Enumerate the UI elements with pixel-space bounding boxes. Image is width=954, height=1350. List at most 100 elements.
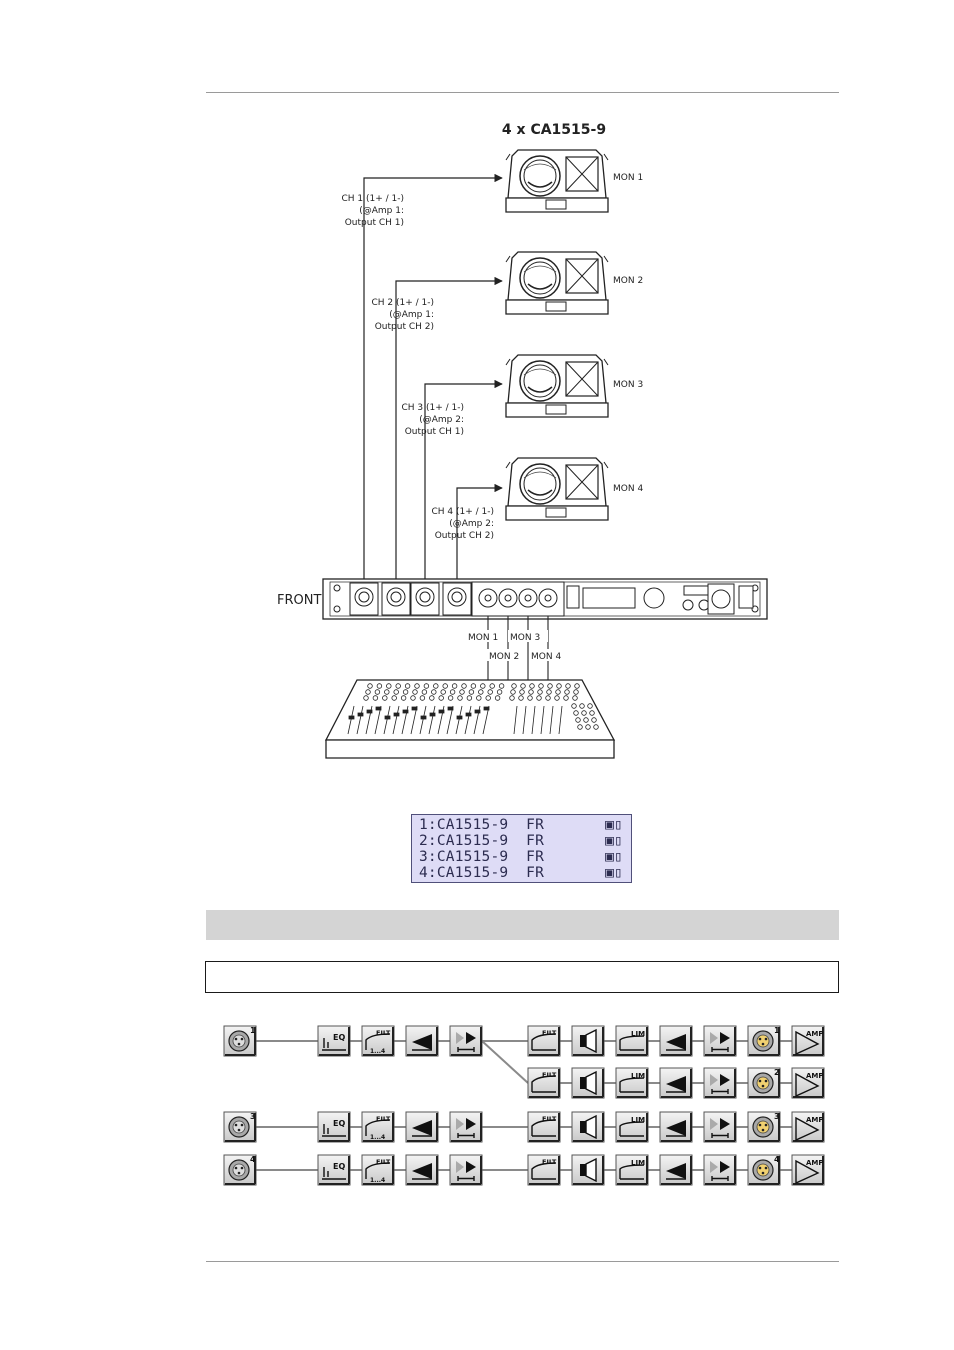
gain-icon [405,1111,439,1143]
channel-note-3: CH 3 (1+ / 1-) (@Amp 2: Output CH 1) [401,403,464,437]
svg-text:Output CH 1): Output CH 1) [405,427,464,437]
svg-text:CH 3 (1+ / 1-): CH 3 (1+ / 1-) [401,403,464,413]
delay-icon [703,1067,737,1099]
bottom-rule [206,1261,839,1262]
svg-text:1...4: 1...4 [370,1048,385,1055]
eq-icon: EQ [317,1154,351,1186]
svg-text:(@Amp 2:: (@Amp 2: [419,415,464,425]
svg-text:CH 1 (1+ / 1-): CH 1 (1+ / 1-) [341,194,404,204]
svg-text:MON 2: MON 2 [489,652,519,662]
svg-text:FILT: FILT [376,1029,391,1037]
speaker-pair-icon: ▣▯ [605,849,623,865]
svg-text:AMP: AMP [806,1072,824,1080]
filter-icon: FILT 1...4 [361,1025,395,1057]
gain-icon [405,1025,439,1057]
filter-icon: FILT [527,1025,561,1057]
limiter-icon: LIM [615,1154,649,1186]
svg-text:FILT: FILT [542,1029,557,1037]
svg-text:1...4: 1...4 [370,1177,385,1184]
svg-text:LIM: LIM [631,1030,645,1038]
svg-text:2: 2 [774,1068,780,1077]
svg-text:MON 1: MON 1 [468,633,498,643]
svg-text:AMP: AMP [806,1030,824,1038]
speaker-icon [571,1111,605,1143]
amp-icon: AMP [791,1154,825,1186]
delay-icon [449,1111,483,1143]
channel-note-1: CH 1 (1+ / 1-) (@Amp 1: Output CH 1) [341,194,404,228]
svg-text:4: 4 [774,1155,780,1164]
delay-icon [703,1111,737,1143]
svg-text:Output CH 2): Output CH 2) [435,531,494,541]
input-connector-icon: 3 [223,1111,257,1143]
lcd-display: 1:CA1515-9 FR▣▯ 2:CA1515-9 FR▣▯ 3:CA1515… [411,814,632,883]
svg-text:FILT: FILT [376,1115,391,1123]
input-connector-icon: 1 [223,1025,257,1057]
lcd-row: 3:CA1515-9 FR▣▯ [419,849,623,865]
svg-text:(@Amp 1:: (@Amp 1: [359,206,404,216]
svg-text:FILT: FILT [376,1158,391,1166]
svg-text:LIM: LIM [631,1159,645,1167]
gain-icon [659,1111,693,1143]
gain-icon [659,1067,693,1099]
svg-text:FILT: FILT [542,1158,557,1166]
limiter-icon: LIM [615,1025,649,1057]
amp-icon: AMP [791,1025,825,1057]
speaker-pair-icon: ▣▯ [605,817,623,833]
delay-icon [703,1025,737,1057]
diagram-title: 4 x CA1515-9 [502,122,606,138]
amp-icon: AMP [791,1067,825,1099]
limiter-icon: LIM [615,1067,649,1099]
svg-text:EQ: EQ [333,1162,345,1171]
svg-text:FILT: FILT [542,1115,557,1123]
monitor-speaker-2 [505,251,609,315]
svg-text:(@Amp 1:: (@Amp 1: [389,310,434,320]
monitor-speaker-1 [505,149,609,213]
mixer-labels: MON 1 MON 3 MON 2 MON 4 [466,630,569,662]
mon-label-3: MON 3 [613,380,643,390]
speaker-pair-icon: ▣▯ [605,833,623,849]
svg-text:3: 3 [250,1112,256,1121]
monitor-speaker-3 [505,354,609,418]
filter-icon: FILT 1...4 [361,1154,395,1186]
eq-icon: EQ [317,1025,351,1057]
gain-icon [659,1154,693,1186]
svg-text:3: 3 [774,1112,780,1121]
lcd-row: 4:CA1515-9 FR▣▯ [419,865,623,881]
svg-text:(@Amp 2:: (@Amp 2: [449,519,494,529]
delay-icon [449,1025,483,1057]
svg-text:MON 4: MON 4 [531,652,561,662]
svg-text:EQ: EQ [333,1119,345,1128]
gain-icon [659,1025,693,1057]
mixing-console [324,679,616,759]
delay-icon [703,1154,737,1186]
mon-label-2: MON 2 [613,276,643,286]
amp-icon: AMP [791,1111,825,1143]
filter-icon: FILT [527,1111,561,1143]
limiter-icon: LIM [615,1111,649,1143]
input-connector-icon: 4 [223,1154,257,1186]
svg-text:4: 4 [250,1155,256,1164]
lcd-row: 2:CA1515-9 FR▣▯ [419,833,623,849]
svg-text:FILT: FILT [542,1071,557,1079]
filter-icon: FILT [527,1067,561,1099]
speaker-icon [571,1067,605,1099]
eq-icon: EQ [317,1111,351,1143]
svg-text:AMP: AMP [806,1116,824,1124]
svg-text:AMP: AMP [806,1159,824,1167]
svg-text:Output CH 1): Output CH 1) [345,218,404,228]
svg-text:Output CH 2): Output CH 2) [375,322,434,332]
svg-text:MON 3: MON 3 [510,633,540,643]
monitor-speaker-4 [505,457,609,521]
output-connector-icon: 1 [747,1025,781,1057]
mon-label-1: MON 1 [613,173,643,183]
svg-text:1: 1 [250,1026,256,1035]
gain-icon [405,1154,439,1186]
framed-caption-box [205,961,839,993]
lcd-row: 1:CA1515-9 FR▣▯ [419,817,623,833]
amplifier-front-panel [322,578,768,620]
channel-note-2: CH 2 (1+ / 1-) (@Amp 1: Output CH 2) [371,298,434,332]
output-connector-icon: 3 [747,1111,781,1143]
output-connector-icon: 2 [747,1067,781,1099]
